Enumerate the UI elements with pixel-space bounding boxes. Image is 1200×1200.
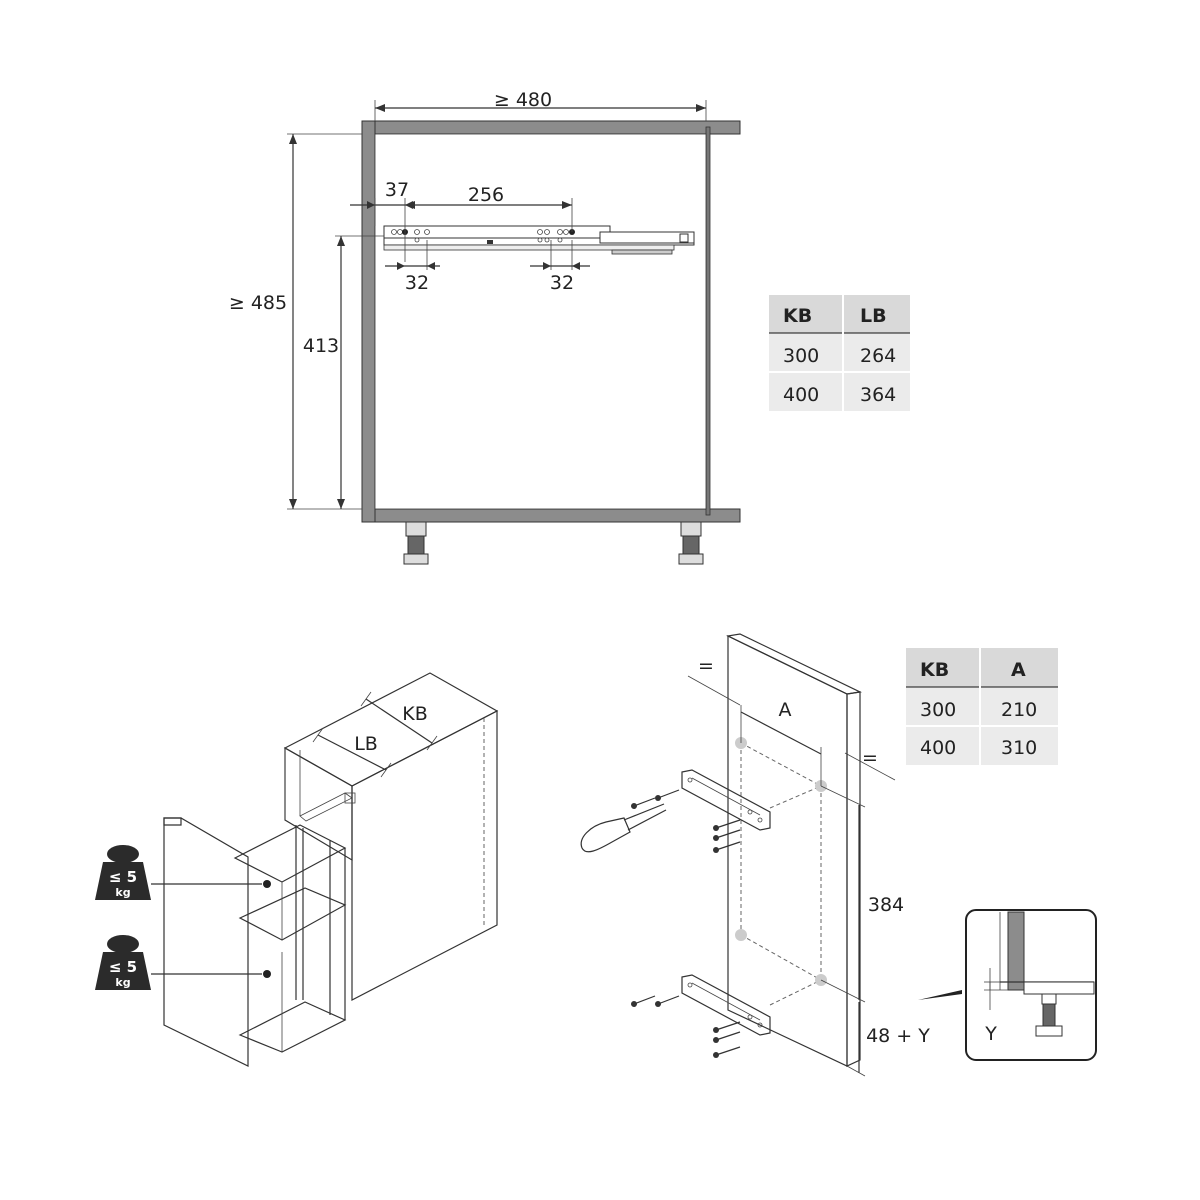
table-header-a: A [1011, 659, 1026, 681]
screw-hole-icon [544, 237, 550, 243]
spacing-384-label: 384 [868, 894, 904, 916]
cabinet-top-board [361, 120, 741, 135]
width-label: ≥ 480 [494, 89, 552, 111]
weight-icon: ≤ 5 kg [95, 935, 151, 990]
spacing-label: 256 [468, 184, 504, 206]
screw-hole-icon [563, 229, 569, 235]
table-cell: 364 [860, 384, 896, 406]
screw-hole-icon [414, 237, 420, 243]
table-header-kb: KB [920, 659, 949, 681]
table-cell: 310 [1001, 737, 1037, 759]
dimension-hole-pitch-left: 32 [385, 240, 440, 294]
table-kb-a: KB A 300 210 400 310 [906, 648, 1058, 765]
a-label: A [779, 699, 792, 721]
cabinet-left-side [361, 120, 376, 523]
screwdriver-icon [580, 803, 667, 853]
dimension-spacing: 256 [405, 184, 573, 232]
equal-mark-right: = [862, 747, 878, 769]
screw-hole-icon [424, 229, 430, 235]
screw-hole-icon [544, 229, 550, 235]
svg-text:≤ 5: ≤ 5 [109, 958, 137, 976]
table-header-kb: KB [783, 305, 812, 327]
cabinet-interior [374, 133, 707, 510]
cabinet-bottom-board [361, 508, 741, 523]
hole-pitch-left-label: 32 [405, 272, 429, 294]
dimension-rail-height: 413 [303, 235, 384, 509]
screw-hole-icon [537, 229, 543, 235]
dimension-hole-pitch-right: 32 [530, 240, 590, 294]
cabinet-back-panel [705, 126, 711, 516]
weight-icon: ≤ 5 kg [95, 845, 151, 900]
cabinet-foot-left [403, 521, 429, 565]
detail-y-label: Y [984, 1023, 997, 1045]
top-cabinet-view: ≥ 480 ≥ 485 413 37 [229, 89, 741, 565]
screw-hole-icon [557, 237, 563, 243]
svg-text:≤ 5: ≤ 5 [109, 868, 137, 886]
rail-height-label: 413 [303, 335, 339, 357]
dimension-width: ≥ 480 [374, 89, 707, 121]
bottom-offset-label: 48 + Y [866, 1025, 930, 1047]
height-label: ≥ 485 [229, 292, 287, 314]
kb-label: KB [402, 703, 428, 725]
table-cell: 300 [920, 699, 956, 721]
screw-hole-icon [391, 229, 397, 235]
drawer-runner [383, 225, 695, 255]
lb-label: LB [354, 733, 378, 755]
screw-hole-icon [557, 229, 563, 235]
table-cell: 400 [920, 737, 956, 759]
mounting-bracket-lower [681, 974, 771, 1036]
table-cell: 210 [1001, 699, 1037, 721]
equal-mark-left: = [698, 655, 714, 677]
table-cell: 264 [860, 345, 896, 367]
hole-pitch-right-label: 32 [550, 272, 574, 294]
table-header-lb: LB [860, 305, 887, 327]
mounting-bracket-upper [681, 769, 771, 831]
table-cell: 400 [783, 384, 819, 406]
dimension-height: ≥ 485 [229, 133, 362, 510]
front-panel-mounting-view: = = A 384 48 + Y Y [580, 633, 1097, 1077]
table-kb-lb: KB LB 300 264 400 364 [769, 295, 910, 411]
cabinet-foot-right [678, 521, 704, 565]
screw-icon [631, 789, 741, 1058]
svg-text:kg: kg [115, 886, 130, 899]
screw-hole-icon [537, 237, 543, 243]
offset-label: 37 [385, 179, 409, 201]
table-cell: 300 [783, 345, 819, 367]
isometric-pullout-view: LB KB ≤ 5 kg ≤ 5 kg [95, 672, 499, 1067]
screw-hole-icon [414, 229, 420, 235]
svg-text:kg: kg [115, 976, 130, 989]
